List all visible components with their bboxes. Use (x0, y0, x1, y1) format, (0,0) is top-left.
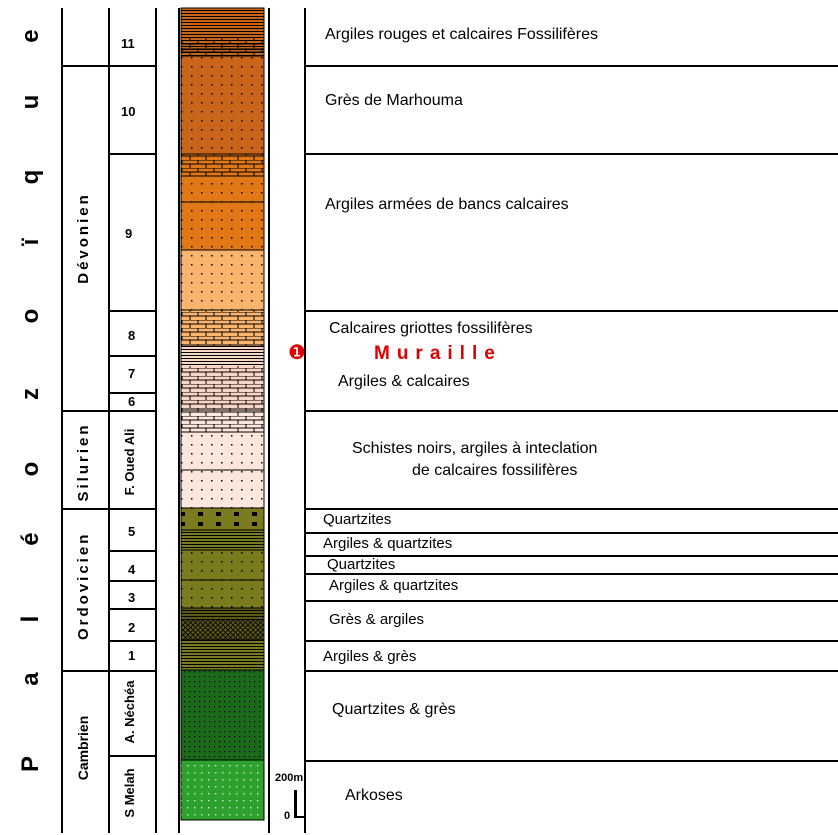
description-boundary (304, 65, 838, 67)
unit-boundary (108, 410, 155, 412)
scale-top-label: 200m (275, 772, 304, 784)
era-letter: o (17, 461, 44, 477)
formation-label: F. Oued Ali (122, 428, 137, 496)
unit-description: Quartzites & grès (332, 701, 456, 718)
unit-number: 11 (121, 36, 135, 51)
unit-description: Calcaires griottes fossilifères (329, 320, 533, 337)
column-divider (61, 8, 63, 833)
description-boundary (304, 555, 838, 557)
period-label: Dévonien (75, 192, 92, 284)
muraille-label: Muraille (374, 343, 502, 364)
unit-description: Argiles rouges et calcaires Fossilifères (325, 26, 598, 43)
unit-number: 4 (128, 562, 136, 577)
period-boundary (61, 670, 108, 672)
unit-number: 5 (128, 524, 136, 539)
unit-number: 6 (128, 394, 136, 409)
description-boundary (304, 760, 838, 762)
unit-description: Schistes noirs, argiles à inteclation (352, 440, 598, 457)
unit-boundary (108, 670, 155, 672)
era-letter: a (17, 672, 44, 686)
unit-description: Quartzites (327, 556, 396, 573)
scale-bottom-label: 0 (284, 810, 291, 822)
column-divider (178, 8, 180, 833)
description-boundary (304, 508, 838, 510)
scale-tick (294, 816, 304, 818)
description-boundary (304, 670, 838, 672)
description-boundary (304, 640, 838, 642)
unit-boundary (108, 508, 155, 510)
unit-description: Argiles & quartzites (329, 577, 459, 594)
unit-boundary (108, 580, 155, 582)
description-boundary (304, 600, 838, 602)
description-boundary (304, 153, 838, 155)
column-divider (108, 8, 110, 833)
unit-number: 2 (128, 620, 136, 635)
era-letter: é (17, 532, 44, 546)
period-label: Ordovicien (75, 531, 92, 640)
period-label: Silurien (75, 422, 92, 502)
unit-number: 10 (121, 104, 136, 119)
unit-description: Grès & argiles (329, 611, 425, 628)
era-letter: P (17, 756, 44, 773)
unit-boundary (108, 65, 155, 67)
unit-boundary (108, 755, 155, 757)
unit-description: Quartzites (323, 511, 392, 528)
era-letter: l (17, 615, 44, 623)
unit-boundary (108, 640, 155, 642)
unit-boundary (108, 392, 155, 394)
era-letter: ï (17, 238, 44, 246)
formation-label: A. Néchéa (122, 680, 137, 744)
column-divider (268, 8, 270, 833)
unit-number: 1 (128, 648, 136, 663)
description-boundary (304, 532, 838, 534)
muraille-marker-icon: ❶ (288, 342, 306, 364)
period-boundary (61, 410, 108, 412)
unit-boundary (108, 310, 155, 312)
unit-description: Argiles & calcaires (338, 373, 470, 390)
unit-number: 9 (125, 226, 133, 241)
era-letter: e (17, 29, 44, 43)
unit-description: Argiles & quartzites (323, 535, 453, 552)
unit-description: Argiles armées de bancs calcaires (325, 196, 569, 213)
column-divider (155, 8, 157, 833)
period-boundary (61, 65, 108, 67)
formation-label: S Melah (122, 768, 137, 818)
era-letter: q (17, 169, 44, 185)
unit-number: 3 (128, 590, 136, 605)
unit-boundary (108, 355, 155, 357)
unit-number: 8 (128, 328, 136, 343)
period-label: Cambrien (75, 715, 91, 781)
era-letter: o (17, 308, 44, 324)
unit-boundary (108, 608, 155, 610)
unit-number: 7 (128, 366, 136, 381)
scale-bar (294, 790, 297, 816)
unit-description: Arkoses (345, 787, 403, 804)
period-boundary (61, 508, 108, 510)
unit-description: Argiles & grès (323, 648, 417, 665)
unit-boundary (108, 550, 155, 552)
era-letter: u (17, 94, 44, 110)
era-letter: z (17, 388, 44, 400)
unit-boundary (108, 153, 155, 155)
description-boundary (304, 410, 838, 412)
lithology-column (180, 7, 265, 821)
column-divider (304, 8, 306, 833)
description-boundary (304, 573, 838, 575)
unit-description: Grès de Marhouma (325, 92, 463, 109)
description-boundary (304, 310, 838, 312)
unit-description: de calcaires fossilifères (412, 462, 578, 479)
